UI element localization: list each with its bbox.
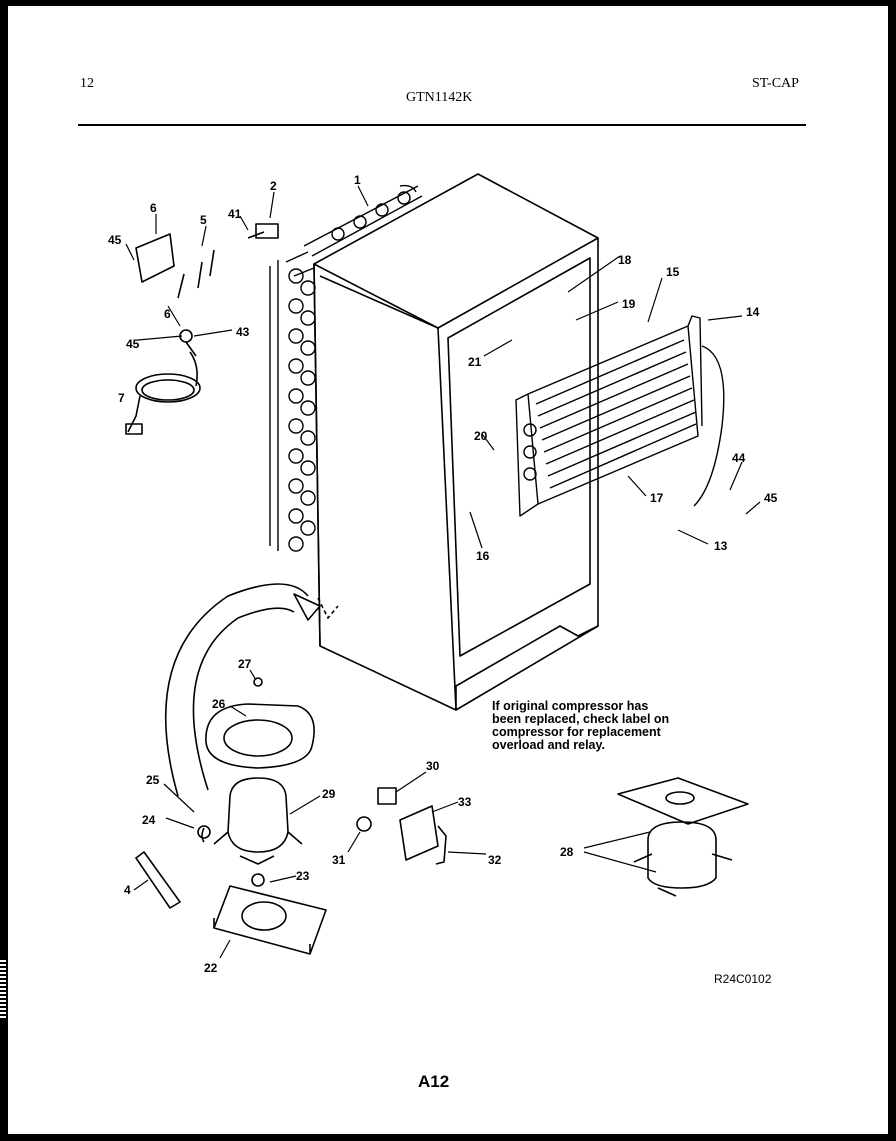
- callout-28: 28: [560, 845, 574, 859]
- evaporator-coil: [515, 315, 725, 517]
- back-condenser-coil: [269, 184, 423, 552]
- note-line-4: overload and relay.: [492, 738, 606, 752]
- callout-14: 14: [746, 305, 760, 319]
- drain-hose: [164, 583, 339, 797]
- model-number: GTN1142K: [406, 90, 473, 105]
- compressor-base: [213, 873, 327, 955]
- callout-19: 19: [622, 297, 636, 311]
- exploded-parts-diagram: 1 2 4 5 6 6 7 13 14 15 16 17 18 19 20 21…: [108, 173, 778, 975]
- callout-45c: 45: [764, 491, 778, 505]
- callout-27: 27: [238, 657, 252, 671]
- compressor-note: If original compressor has been replaced…: [492, 700, 732, 752]
- callout-26: 26: [212, 697, 226, 711]
- callout-5: 5: [200, 213, 207, 227]
- section-code: ST-CAP: [752, 76, 799, 91]
- callout-6b: 6: [164, 307, 171, 321]
- header-rule: [78, 124, 806, 126]
- page-number: 12: [80, 76, 94, 91]
- callout-21: 21: [468, 355, 482, 369]
- cabinet: [313, 173, 599, 711]
- callout-20: 20: [474, 429, 488, 443]
- small-brackets: [135, 223, 279, 357]
- callout-15: 15: [666, 265, 680, 279]
- callout-17: 17: [650, 491, 664, 505]
- callout-31: 31: [332, 853, 346, 867]
- power-cord: [125, 351, 201, 435]
- callout-29: 29: [322, 787, 336, 801]
- callout-6: 6: [150, 201, 157, 215]
- note-line-1: If original compressor has: [492, 699, 649, 713]
- callout-44: 44: [732, 451, 746, 465]
- filter-drier: [135, 851, 181, 909]
- note-line-3: compressor for replacement: [492, 725, 661, 739]
- compressor: [197, 777, 303, 865]
- callout-45b: 45: [126, 337, 140, 351]
- alternate-compressor: [617, 777, 749, 897]
- callout-45a: 45: [108, 233, 122, 247]
- diagram-reference: R24C0102: [714, 972, 772, 986]
- drain-pan: [205, 677, 315, 769]
- parts-diagram-page: 12 GTN1142K ST-CAP: [8, 6, 888, 1134]
- callout-24: 24: [142, 813, 156, 827]
- callout-13: 13: [714, 539, 728, 553]
- note-line-2: been replaced, check label on: [492, 712, 670, 726]
- callout-41: 41: [228, 207, 242, 221]
- relay-and-overload: [356, 787, 447, 865]
- callout-30: 30: [426, 759, 440, 773]
- callout-33: 33: [458, 795, 472, 809]
- callout-4: 4: [124, 883, 131, 897]
- page-id: A12: [418, 1072, 450, 1091]
- scan-edge-artifact: [0, 960, 6, 1020]
- callout-32: 32: [488, 853, 502, 867]
- callout-18: 18: [618, 253, 632, 267]
- callout-43: 43: [236, 325, 250, 339]
- callout-25: 25: [146, 773, 160, 787]
- callout-7: 7: [118, 391, 125, 405]
- callout-1: 1: [354, 173, 361, 187]
- callout-23: 23: [296, 869, 310, 883]
- callout-2: 2: [270, 179, 277, 193]
- leader-lines: [125, 185, 761, 959]
- callout-numbers: 1 2 4 5 6 6 7 13 14 15 16 17 18 19 20 21…: [108, 173, 778, 975]
- callout-16: 16: [476, 549, 490, 563]
- callout-22: 22: [204, 961, 218, 975]
